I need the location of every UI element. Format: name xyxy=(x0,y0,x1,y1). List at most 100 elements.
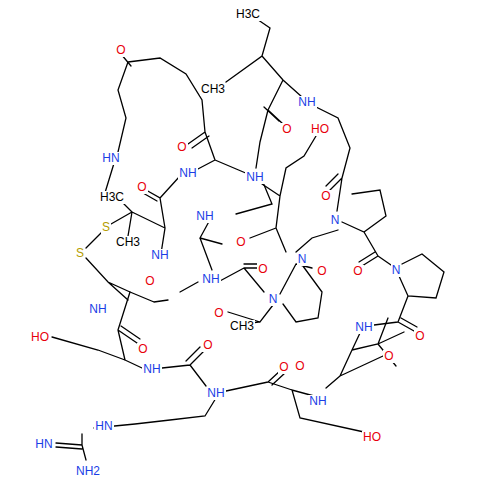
atom-label-box: O xyxy=(320,186,331,204)
atom-label-box: NH2 xyxy=(75,461,101,479)
atom-label-box: CH3 xyxy=(200,79,226,97)
atom-label: CH3 xyxy=(200,83,226,96)
atom-label: NH xyxy=(142,363,161,376)
atom-label: O xyxy=(383,350,394,363)
atom-label-box: H3C xyxy=(99,187,125,205)
atom-label-box: NH xyxy=(142,359,161,377)
atom-label-box: NH xyxy=(201,269,220,287)
atom-label-box: S xyxy=(75,243,85,261)
atom-label: O xyxy=(115,44,126,57)
atom-label: NH xyxy=(150,249,169,262)
atom-label-box: NH xyxy=(150,245,169,263)
atom-label: HN xyxy=(34,438,53,451)
bond-lines xyxy=(326,318,404,388)
bond-lines xyxy=(56,398,216,460)
atom-label: O xyxy=(281,123,292,136)
atom-label-box: N xyxy=(297,249,308,267)
atom-label-box: HO xyxy=(362,427,382,445)
bond-lines xyxy=(314,106,350,211)
atom-label-box: NH xyxy=(308,391,327,409)
bond-lines xyxy=(226,13,302,168)
atom-label: HO xyxy=(310,123,330,136)
atom-label: HN xyxy=(101,152,120,165)
atom-label: NH xyxy=(201,273,220,286)
atom-label: O xyxy=(257,263,268,276)
atom-label: O xyxy=(352,265,363,278)
atom-label-box: O xyxy=(213,303,224,321)
atom-label-box: O xyxy=(316,261,327,279)
atom-label: O xyxy=(213,307,224,320)
atom-label-box: NH xyxy=(245,167,264,185)
atom-label: HN xyxy=(94,420,113,433)
atom-label-box: O xyxy=(278,357,289,375)
atom-label-box: O xyxy=(176,137,187,155)
atom-label: NH xyxy=(206,387,225,400)
atom-label-box: HO xyxy=(30,327,50,345)
atom-label: O xyxy=(202,339,213,352)
atom-label-box: CH3 xyxy=(115,232,141,250)
atom-label-box: S xyxy=(101,217,111,235)
atom-label: H3C xyxy=(99,191,125,204)
atom-label-box: O xyxy=(352,261,363,279)
atom-label: NH xyxy=(354,321,373,334)
atom-label-box: H3C xyxy=(235,4,261,22)
atom-label-box: O xyxy=(383,346,394,364)
bond-lines xyxy=(86,176,180,302)
atom-label-box: HN xyxy=(94,416,113,434)
atom-label-box: N xyxy=(391,260,402,278)
atom-label: N xyxy=(268,293,279,306)
atom-label-box: NH xyxy=(354,317,373,335)
atom-label: CH3 xyxy=(229,320,255,333)
atom-label: NH2 xyxy=(75,465,101,478)
atom-label: CH3 xyxy=(115,236,141,249)
atom-label-box: O xyxy=(281,119,292,137)
atom-label: O xyxy=(136,181,147,194)
bond-lines xyxy=(250,136,316,252)
atom-label-box: O xyxy=(144,271,155,289)
atom-label: NH xyxy=(88,303,107,316)
bond-lines xyxy=(342,190,391,266)
bond-lines xyxy=(116,48,248,174)
atom-label-box: O xyxy=(257,259,268,277)
atom-label: NH xyxy=(308,395,327,408)
atom-label-box: N xyxy=(330,210,341,228)
atom-label-box: O xyxy=(414,326,425,344)
atom-label: O xyxy=(176,141,187,154)
atom-label: O xyxy=(294,360,305,373)
atom-label-box: O xyxy=(294,356,305,374)
atom-label-box: NH xyxy=(297,92,316,110)
bond-lines xyxy=(104,160,338,325)
atom-label: S xyxy=(101,221,111,234)
atom-label-box: O xyxy=(235,232,246,250)
atom-label: HO xyxy=(30,331,50,344)
atom-label: O xyxy=(235,236,246,249)
atom-label: O xyxy=(137,343,148,356)
atom-label: NH xyxy=(245,171,264,184)
atom-label: O xyxy=(320,190,331,203)
atom-label-box: O xyxy=(137,339,148,357)
atom-label: O xyxy=(144,275,155,288)
atom-label-box: NH xyxy=(88,299,107,317)
atom-label-box: HN xyxy=(34,434,53,452)
atom-label-box: HN xyxy=(101,148,120,166)
atom-label: O xyxy=(278,361,289,374)
atom-label-box: O xyxy=(115,40,126,58)
atom-label-box: CH3 xyxy=(229,316,255,334)
atom-label-box: NH xyxy=(206,383,225,401)
atom-label: H3C xyxy=(235,8,261,21)
atom-label: N xyxy=(391,264,402,277)
atom-label: NH xyxy=(195,210,214,223)
atom-label-box: N xyxy=(268,289,279,307)
atom-label-box: O xyxy=(136,177,147,195)
atom-label-box: NH xyxy=(178,163,197,181)
atom-label: N xyxy=(297,253,308,266)
atom-label-box: O xyxy=(202,335,213,353)
atom-label: N xyxy=(330,214,341,227)
atom-label: O xyxy=(414,330,425,343)
bond-lines xyxy=(162,347,364,432)
atom-label: HO xyxy=(362,431,382,444)
atom-label: S xyxy=(75,247,85,260)
atom-label: NH xyxy=(297,96,316,109)
atom-label: NH xyxy=(178,167,197,180)
